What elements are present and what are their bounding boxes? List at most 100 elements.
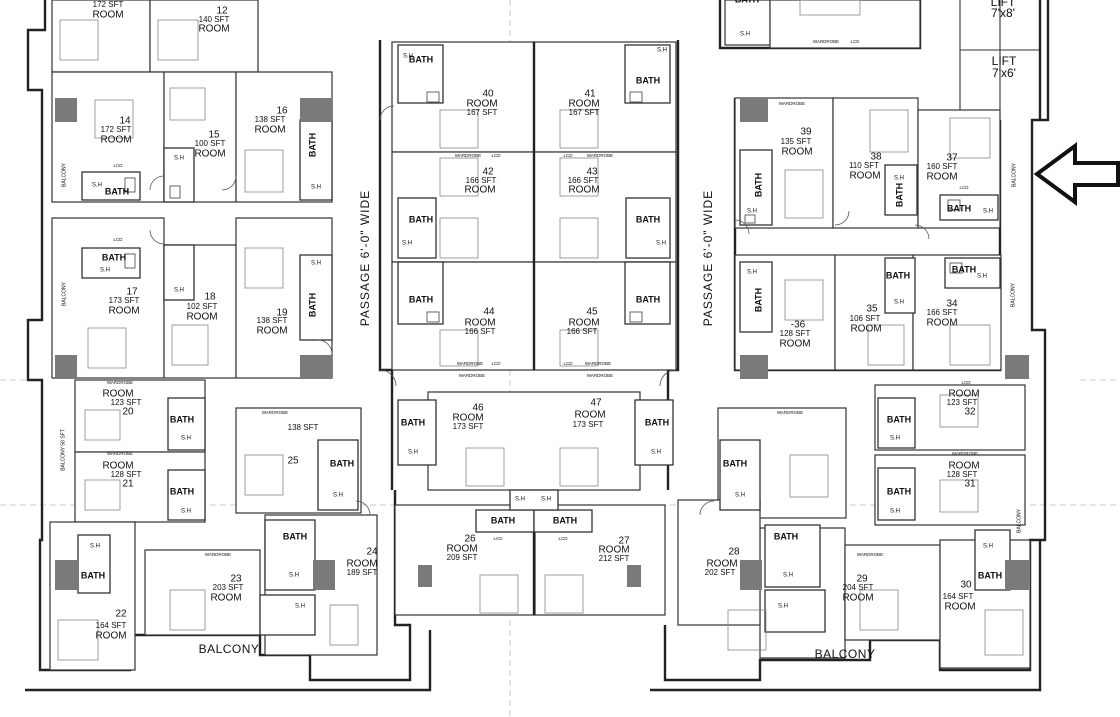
room-32-number: 32 [964, 407, 976, 418]
lcd-label: LCD [493, 536, 503, 541]
shower-label: S.H [656, 241, 666, 247]
bath-label: BATH [491, 515, 515, 525]
room-44-number: 44 [483, 307, 495, 318]
lcd-label: LCD [850, 39, 860, 44]
bath-label: BATH [774, 531, 798, 541]
room-44-area: 166 SFT [465, 327, 496, 336]
wardrobe-label: WARDROBE [459, 373, 485, 378]
bath-label: BATH [636, 214, 660, 224]
room-partial-word: ROOM [92, 10, 123, 21]
shower-label: S.H [890, 509, 900, 515]
room-12-word: ROOM [198, 24, 229, 35]
room-41-area: 167 SFT [569, 108, 600, 117]
room-14-number: 14 [119, 116, 131, 127]
room-21-area: 128 SFT [111, 470, 142, 479]
wardrobe-label: WARDROBE [777, 410, 803, 415]
bath-label: BATH [636, 294, 660, 304]
room-32-area: 123 SFT [947, 398, 978, 407]
bath-label: BATH [887, 414, 911, 424]
balcony-right-label: BALCONY [815, 647, 876, 661]
room-20-word: ROOM [102, 389, 133, 400]
bath-label: BATH [170, 486, 194, 496]
wardrobe-label: WARDROBE [107, 380, 133, 385]
room-41-number: 41 [584, 89, 596, 100]
shower-label: S.H [515, 497, 525, 503]
room-15-number: 15 [208, 130, 220, 141]
bath-label: BATH [645, 417, 669, 427]
room-36-number: -36 [791, 320, 806, 331]
shower-label: S.H [890, 436, 900, 442]
room-26-number: 26 [464, 534, 476, 545]
lcd-label: LCD [491, 361, 501, 366]
room-36-word: ROOM [779, 339, 810, 350]
shower-label: S.H [174, 156, 184, 162]
shower-label: S.H [181, 436, 191, 442]
room-partial-area: 172 SFT [93, 0, 124, 9]
bath-label: BATH [553, 515, 577, 525]
bath-label: BATH [952, 264, 976, 274]
room-16-word: ROOM [254, 125, 285, 136]
shower-label: S.H [403, 54, 413, 60]
shower-label: S.H [174, 288, 184, 294]
room-38-word: ROOM [849, 171, 880, 182]
lcd-label: LCD [563, 361, 573, 366]
shower-label: S.H [977, 274, 987, 280]
shower-label: S.H [740, 32, 750, 38]
bath-label: BATH [894, 183, 904, 207]
bath-label: BATH [636, 75, 660, 85]
room-28-area: 202 SFT [705, 568, 736, 577]
top-right-room [724, 0, 921, 49]
bath-label: BATH [307, 293, 317, 317]
room-15-area: 100 SFT [195, 139, 226, 148]
wardrobe-label: WARDROBE [585, 361, 611, 366]
lifts: LIFT 7'x8' LIFT 7'x6' [991, 0, 1017, 80]
bath-label: BATH [887, 486, 911, 496]
room-31-number: 31 [964, 479, 976, 490]
furniture [57, 0, 1024, 661]
shower-label: S.H [408, 450, 418, 456]
room-39-number: 39 [800, 127, 812, 138]
room-34-number: 34 [946, 299, 958, 310]
bath-label: BATH [401, 417, 425, 427]
wardrobe-label: WARDROBE [262, 410, 288, 415]
shower-label: S.H [90, 544, 100, 550]
room-labels: 172 SFT ROOM 12 140 SFT ROOM 14 172 SFT … [92, 0, 979, 642]
room-27-word: ROOM [598, 545, 629, 556]
bath-label: BATH [409, 54, 433, 64]
room-27-area: 212 SFT [599, 554, 630, 563]
bath-labels: BATH BATH BATH BATH BATH BATH BATH BATH … [81, 0, 1002, 580]
room-22-word: ROOM [95, 631, 126, 642]
shower-label: S.H [747, 270, 757, 276]
room-46-word: ROOM [452, 413, 483, 424]
room-35-area: 106 SFT [850, 314, 881, 323]
lcd-label: LCD [961, 380, 971, 385]
wardrobe-label: WARDROBE [457, 361, 483, 366]
room-24-area: 189 SFT [347, 568, 378, 577]
room-15-word: ROOM [194, 149, 225, 160]
room-25-area: 138 SFT [288, 423, 319, 432]
left-baths [77, 119, 359, 636]
shower-label: S.H [311, 185, 321, 191]
room-42-number: 42 [482, 167, 494, 178]
room-22-area: 164 SFT [96, 621, 127, 630]
lcd-label: LCD [113, 163, 123, 168]
fixtures [124, 91, 963, 323]
room-47-area: 173 SFT [573, 420, 604, 429]
shower-label: S.H [311, 261, 321, 267]
room-47-number: 47 [590, 398, 602, 409]
balcony-vertical-label: BALCONY [1010, 282, 1016, 307]
room-23-word: ROOM [210, 593, 241, 604]
wardrobe-label: WARDROBE [587, 373, 613, 378]
bath-label: BATH [283, 531, 307, 541]
shower-label: S.H [735, 493, 745, 499]
room-17-area: 173 SFT [109, 296, 140, 305]
wardrobe-lcd-labels: WARDROBE WARDROBE WARDROBE WARDROBE WARD… [107, 39, 978, 557]
room-12-area: 140 SFT [199, 15, 230, 24]
room-30-area: 164 SFT [943, 592, 974, 601]
room-31-word: ROOM [948, 461, 979, 472]
shower-label: S.H [541, 497, 551, 503]
room-41-word: ROOM [568, 99, 599, 110]
room-27-number: 27 [618, 536, 630, 547]
shower-label: S.H [778, 604, 788, 610]
wardrobe-label: WARDROBE [952, 451, 978, 456]
